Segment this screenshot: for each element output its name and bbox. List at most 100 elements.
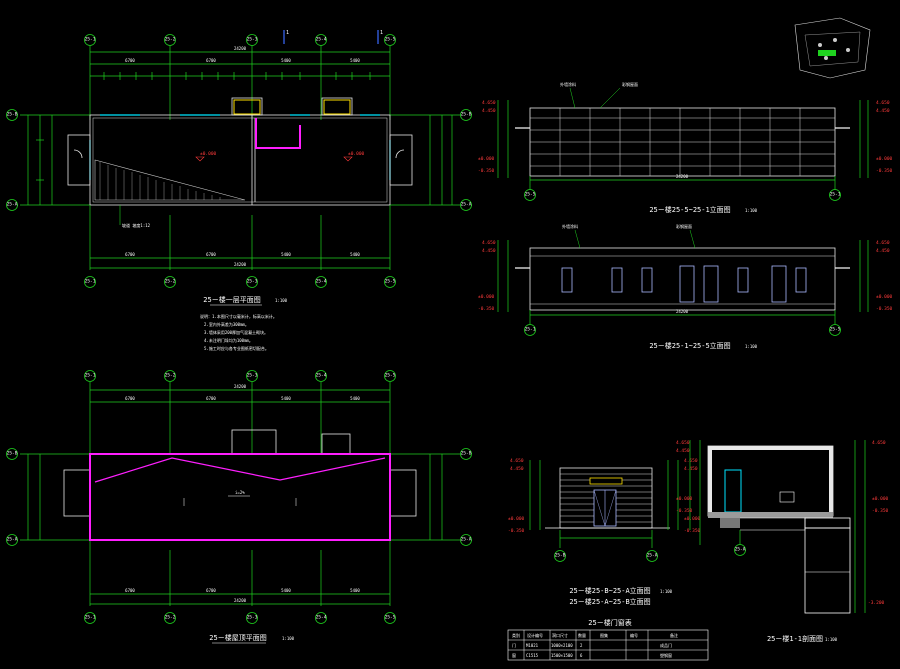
table-cell: 1000×2100 (551, 643, 573, 648)
side-elev-title-b: 25ㄧ楼25-A~25-B立面图 (569, 597, 650, 606)
roof-bottom-dim: 6700 (206, 588, 216, 593)
section-floor-slab (708, 512, 833, 518)
bottom-dim-3: 5400 (281, 252, 291, 257)
roof-plan-axes-side: 25-B 25-A 25-B 25-A (6, 448, 472, 546)
level-mark: 4.450 (876, 108, 890, 114)
elev-bottom-length: 24200 (676, 309, 689, 314)
roof-plan-dims (20, 382, 460, 606)
axis-label: 25-A (7, 537, 18, 543)
level-mark: -3.200 (868, 600, 885, 606)
door-swing-right (395, 149, 405, 159)
door (703, 265, 719, 303)
section-dims (689, 440, 866, 613)
floor-plan-bay-dim-2: 6700 (206, 58, 216, 63)
floor-plan-top-dimensions (89, 40, 391, 120)
level-mark: -0.350 (876, 306, 893, 312)
roof-dim: 5400 (350, 396, 360, 401)
elev-top-scale: 1:100 (745, 208, 758, 213)
note-line: 说明：1.本图尺寸以毫米计，标高以米计。 (200, 313, 277, 319)
ramp-hatch (94, 159, 246, 201)
door-window-table: 25ㄧ楼门窗表 类别 设计编号 洞口尺寸 数量 图集 编号 备注 门 M1021… (507, 618, 709, 661)
bottom-dim-total: 24200 (234, 262, 247, 267)
axis-bubble (384, 34, 396, 46)
table-header: 数量 (578, 632, 586, 638)
axis-label: 25-3 (247, 373, 258, 379)
axis-label: 25-1 (85, 373, 96, 379)
axis-label: 25-5 (385, 37, 396, 43)
elev-top-title: 25ㄧ楼25-5~25-1立面图 (649, 205, 730, 214)
axis-label: 25-1 (525, 327, 536, 333)
roof-ridge (94, 457, 386, 483)
elev-bottom-windows (561, 265, 807, 303)
section-foundation (804, 527, 851, 614)
level-mark: 4.450 (510, 466, 524, 472)
axis-bubble (315, 34, 327, 46)
elev-top-material-2: 彩钢屋面 (622, 81, 638, 87)
elev-top-axes: 25-5 25-1 (524, 189, 841, 201)
floor-plan-outer-wall (89, 114, 391, 206)
axis-label: 25-1 (85, 37, 96, 43)
axis-label: 25-A (735, 547, 746, 553)
door-swing-left (73, 149, 83, 159)
level-mark: ±0.000 (478, 294, 495, 300)
table-cell: C1515 (526, 653, 539, 658)
side-elev-dims (529, 460, 679, 548)
section-scale: 1:100 (825, 637, 838, 642)
table-header: 设计编号 (527, 632, 543, 638)
roof-drain-slope: i=2% (235, 490, 245, 495)
level-mark: ±0.000 (876, 156, 893, 162)
axis-label: 25-3 (247, 37, 258, 43)
magenta-duct (255, 118, 301, 149)
floor-plan: 24200 6700 6700 5400 5400 25-1 25-2 25-3… (6, 30, 472, 351)
table-header: 洞口尺寸 (552, 632, 568, 638)
elev-bottom-outline (529, 247, 836, 311)
elev-bottom-title: 25ㄧ楼25-1~25-5立面图 (649, 341, 730, 350)
elev-top-length: 24200 (676, 174, 689, 179)
elev-top-panels (530, 108, 835, 176)
level-mark: 4.450 (482, 108, 496, 114)
floor-level-mark-2: ±0.000 (348, 151, 365, 157)
axis-label: 25-5 (385, 615, 396, 621)
bottom-dim-1: 6700 (125, 252, 135, 257)
window (611, 267, 623, 293)
roof-entry-box-2 (321, 433, 351, 455)
section-axis: 25-A (734, 544, 746, 556)
left-porch (67, 134, 91, 186)
door (771, 265, 787, 303)
elevation-bottom: 外墙涂料 彩钢屋面 4.650 4.450 ±0.000 -0.350 4.65… (478, 223, 893, 350)
floor-plan-bay-dim-1: 6700 (125, 58, 135, 63)
axis-label: 25-4 (316, 373, 327, 379)
note-line: 2.室内外高差为300mm。 (204, 321, 249, 327)
plan-notes: 说明：1.本图尺寸以毫米计，标高以米计。 2.室内外高差为300mm。 3.墙体… (200, 313, 277, 351)
level-mark: 4.650 (876, 240, 890, 246)
roof-plan-scale: 1:100 (282, 636, 295, 641)
axis-label: 25-2 (165, 615, 176, 621)
level-mark: 4.650 (482, 100, 496, 106)
elev-bottom-material-1: 外墙涂料 (562, 223, 578, 229)
side-elev-scale: 1:100 (660, 589, 673, 594)
section-footing (720, 518, 740, 528)
section-mark-label-1: 1 (286, 30, 289, 36)
level-mark: ±0.000 (684, 516, 701, 522)
floor-plan-scale: 1:100 (275, 298, 288, 303)
window (795, 267, 807, 293)
note-line: 3.墙体采用200厚加气混凝土砌块。 (204, 329, 268, 335)
level-mark: 4.650 (676, 440, 690, 446)
door (679, 265, 695, 303)
table-header: 备注 (670, 632, 678, 638)
level-mark: -0.350 (478, 168, 495, 174)
table-cell: 成品门 (660, 642, 672, 648)
table-cell: 2 (580, 643, 583, 648)
axis-label: 25-4 (316, 279, 327, 285)
level-mark: -0.350 (876, 168, 893, 174)
axis-label: 25-B (7, 112, 18, 118)
elevation-top: 外墙涂料 彩钢屋面 4.650 4.450 ±0.000 -0.350 4.65… (478, 81, 893, 214)
window (641, 267, 653, 293)
entry-bump-right (321, 97, 353, 116)
table-header: 图集 (600, 632, 608, 638)
bottom-dim-4: 5400 (350, 252, 360, 257)
roof-dim: 6700 (125, 396, 135, 401)
level-mark: ±0.000 (876, 294, 893, 300)
floor-plan-bottom-dimensions (89, 205, 391, 270)
level-mark: 4.450 (482, 248, 496, 254)
